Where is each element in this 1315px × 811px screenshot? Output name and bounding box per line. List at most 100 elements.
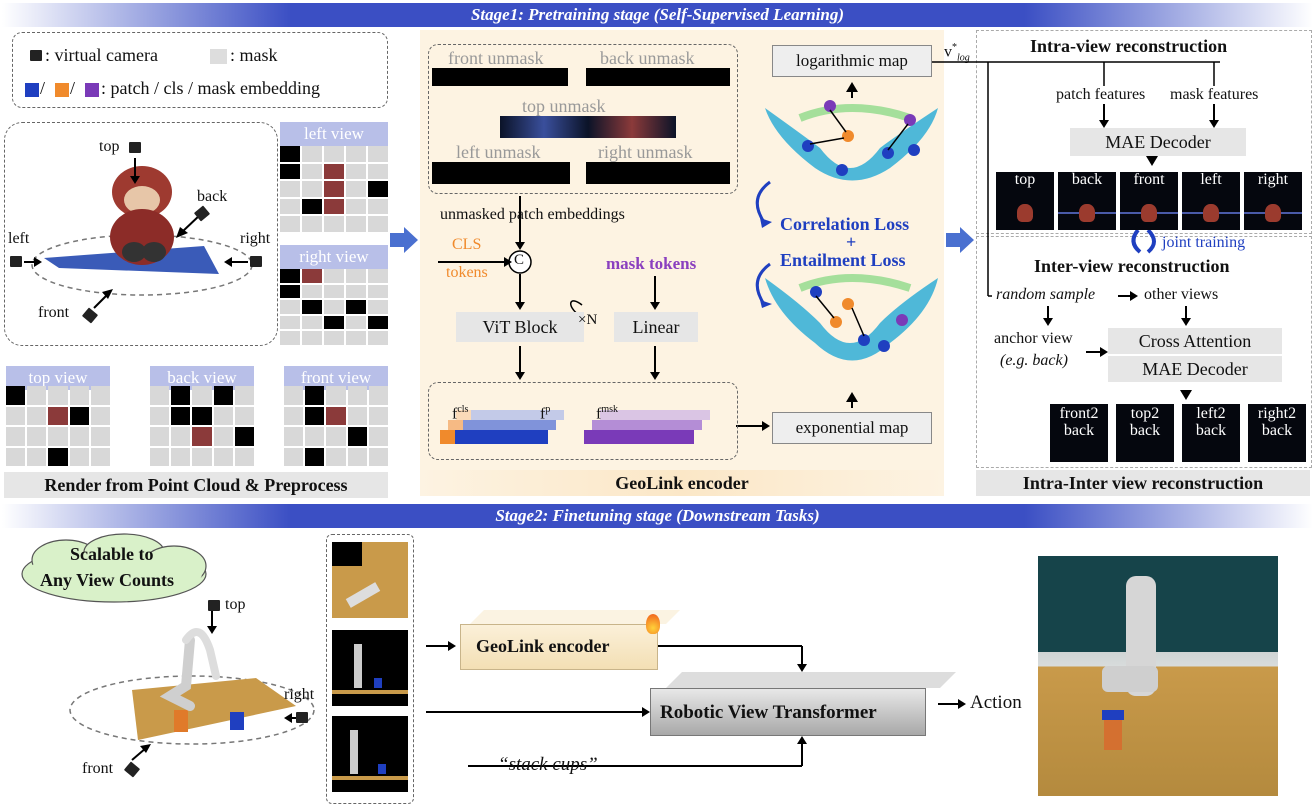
result-image bbox=[1038, 556, 1278, 796]
anchor-eg-label: (e.g. back) bbox=[1000, 352, 1068, 369]
stage2-banner: Stage2: Finetuning stage (Downstream Tas… bbox=[2, 504, 1313, 528]
stage2-arrows-svg bbox=[426, 641, 966, 767]
mask-swatch-icon bbox=[210, 49, 227, 64]
geolink-encoder-box bbox=[460, 624, 658, 670]
mask-cube-icon bbox=[85, 83, 99, 97]
mae-decoder-box: MAE Decoder bbox=[1070, 128, 1246, 156]
cam-left-label: left bbox=[8, 230, 30, 247]
stage2-top-camera-icon bbox=[208, 600, 220, 611]
intra-thumb-left: left bbox=[1182, 171, 1240, 230]
feature-box bbox=[428, 382, 738, 460]
instruction-label: “stack cups” bbox=[498, 754, 598, 775]
left-unmask-strip bbox=[432, 162, 570, 184]
left-unmask-label: left unmask bbox=[456, 142, 541, 162]
plus-label: + bbox=[846, 232, 857, 252]
encoder-arrows-svg bbox=[438, 196, 770, 431]
other-views-label: other views bbox=[1144, 286, 1219, 303]
cam-back-label: back bbox=[197, 188, 228, 205]
back-view-title: back view bbox=[150, 366, 254, 390]
joint-training-label: joint training bbox=[1162, 234, 1246, 251]
legend-box bbox=[12, 32, 388, 108]
intra-title: Intra-view reconstruction bbox=[1030, 36, 1228, 56]
mask-tokens-label: mask tokens bbox=[606, 254, 697, 273]
f-p-label: fp bbox=[540, 404, 551, 423]
cls-tokens-line2: tokens bbox=[446, 264, 488, 281]
cls-patch-cubes-2 bbox=[448, 420, 556, 430]
loss-curve-arrows bbox=[755, 180, 772, 308]
legend-sep2: / bbox=[70, 78, 76, 98]
intra-thumb-right: right bbox=[1244, 171, 1302, 230]
unmask-box bbox=[428, 44, 738, 194]
robot-scene-svg bbox=[69, 604, 315, 761]
legend-camera-label: : virtual camera bbox=[45, 45, 158, 65]
inter-mae-decoder-box: MAE Decoder bbox=[1108, 356, 1282, 382]
inter-view-box bbox=[976, 236, 1312, 468]
front-view-grid bbox=[284, 366, 388, 466]
stage2-right-camera-icon bbox=[296, 712, 308, 723]
front-unmask-label: front unmask bbox=[448, 48, 544, 68]
top-camera-icon bbox=[129, 142, 141, 153]
concat-symbol: C bbox=[514, 252, 525, 268]
top-view-title: top view bbox=[6, 366, 110, 390]
cls-patch-cubes-3 bbox=[456, 410, 564, 420]
intra-thumb-front: front bbox=[1120, 171, 1178, 230]
f-msk-label: fmsk bbox=[596, 404, 618, 423]
anchor-view-label: anchor view bbox=[994, 330, 1073, 347]
view-thumb-top bbox=[332, 542, 408, 618]
stage2-cam-front-label: front bbox=[82, 760, 114, 777]
entailment-loss-label: Entailment Loss bbox=[780, 250, 906, 270]
front-unmask-strip bbox=[432, 68, 568, 86]
left-view-title: left view bbox=[280, 122, 388, 146]
repeat-label: ×N bbox=[578, 312, 598, 328]
log-map-box: logarithmic map bbox=[772, 45, 932, 77]
legend-mask-label: : mask bbox=[230, 45, 278, 65]
right-view-title: right view bbox=[280, 245, 388, 269]
stage2-cam-right-label: right bbox=[284, 686, 315, 703]
unmasked-patch-label: unmasked patch embeddings bbox=[440, 206, 625, 223]
encoder-section-title: GeoLink encoder bbox=[420, 470, 944, 496]
cls-patch-cubes bbox=[440, 430, 548, 444]
recon-section-title: Intra-Inter view reconstruction bbox=[976, 470, 1310, 496]
recon-arrows-svg bbox=[932, 61, 1220, 400]
stage1-banner: Stage1: Pretraining stage (Self-Supervis… bbox=[2, 3, 1313, 27]
top-view-grid bbox=[6, 366, 110, 466]
view-thumb-side bbox=[332, 716, 408, 792]
fire-icon bbox=[646, 614, 660, 634]
cam-right-label: right bbox=[240, 230, 271, 247]
rvt-box bbox=[650, 688, 926, 736]
linear-block: Linear bbox=[614, 312, 698, 342]
right-unmask-label: right unmask bbox=[598, 142, 693, 162]
mask-cubes-2 bbox=[592, 420, 702, 430]
cam-front-label: front bbox=[38, 304, 70, 321]
intra-view-box bbox=[976, 30, 1312, 234]
legend-embedding-label: : patch / cls / mask embedding bbox=[101, 78, 320, 98]
stage2-geolink-label: GeoLink encoder bbox=[476, 636, 610, 656]
render-scene-svg bbox=[24, 158, 253, 309]
left-view-grid bbox=[280, 146, 388, 232]
correlation-loss-label: Correlation Loss bbox=[780, 214, 910, 234]
patch-features-label: patch features bbox=[1056, 86, 1146, 103]
mask-features-label: mask features bbox=[1170, 86, 1259, 103]
front-view-title: front view bbox=[284, 366, 388, 390]
top-unmask-strip bbox=[500, 116, 676, 138]
cross-attention-box: Cross Attention bbox=[1108, 328, 1282, 354]
back-unmask-label: back unmask bbox=[600, 48, 695, 68]
view-thumb-front bbox=[332, 630, 408, 706]
intra-thumb-back: back bbox=[1058, 171, 1116, 230]
hyperbolic-surface-bottom bbox=[765, 274, 938, 408]
legend-sep1: / bbox=[40, 78, 46, 98]
right-view-grid bbox=[280, 269, 388, 345]
inter-title: Inter-view reconstruction bbox=[1034, 256, 1230, 276]
right-unmask-strip bbox=[586, 162, 730, 184]
action-label: Action bbox=[970, 692, 1022, 713]
intra-thumb-top: top bbox=[996, 171, 1054, 230]
cam-top-label: top bbox=[99, 138, 120, 155]
f-cls-label: fcls bbox=[452, 404, 469, 423]
cloud-shape bbox=[21, 533, 207, 603]
back-unmask-strip bbox=[586, 68, 730, 86]
mask-cubes-3 bbox=[600, 410, 710, 420]
